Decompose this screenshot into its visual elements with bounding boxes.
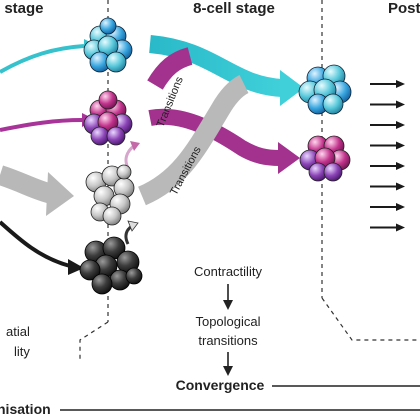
process-transitions: transitions [198, 333, 258, 348]
process-arrowhead-2 [223, 366, 233, 376]
header-right-stage: Posti [388, 0, 420, 17]
dashed-line-right-tail [321, 297, 420, 341]
arrow-magenta-to-8cell [148, 108, 281, 166]
dashed-line-left-tail [79, 321, 109, 362]
right-arrow-head [396, 80, 405, 88]
embryo-magenta-left [83, 90, 133, 146]
right-arrow-head [396, 100, 405, 109]
arrow-left-magenta [0, 118, 83, 132]
right-arrow-head [396, 162, 405, 170]
arrow-left-black [0, 220, 71, 268]
arrowhead-left-gray [46, 172, 74, 216]
arrow-left-teal [0, 44, 85, 74]
process-contractility: Contractility [194, 264, 262, 279]
arrowhead-magenta-to-8cell [278, 142, 300, 174]
arrow-magenta-transition [147, 47, 193, 90]
arrowhead-curved-upper [130, 141, 140, 151]
right-arrow-stack [370, 80, 405, 232]
arrow-teal-to-8cell [149, 35, 283, 97]
arrowhead-curved-lower [127, 220, 139, 232]
right-arrow-head [396, 141, 405, 150]
right-arrow-head [396, 223, 405, 232]
header-8-cell-stage: 8-cell stage [193, 0, 275, 17]
arrow-left-gray [0, 165, 55, 204]
right-arrow-head [396, 203, 405, 211]
process-topological: Topological [195, 314, 260, 329]
embryo-teal-8cell [298, 64, 352, 115]
process-arrowhead-1 [223, 300, 233, 310]
arrow-gray-transition [137, 75, 249, 206]
embryo-gray-left [85, 164, 135, 226]
embryo-magenta-8cell [299, 135, 351, 182]
arrowhead-left-black [68, 259, 84, 275]
header-left-stage: l stage [0, 0, 44, 17]
left-note-line1: atial [6, 324, 30, 339]
arrowhead-teal-to-8cell [280, 70, 304, 106]
embryo-teal-left [83, 17, 133, 73]
footer-label: nisation [0, 401, 51, 417]
embryo-black-left [79, 236, 143, 295]
process-convergence: Convergence [176, 377, 265, 393]
right-arrow-head [396, 121, 405, 129]
left-note-line2: lity [14, 344, 30, 359]
arrow-curved-upper [124, 144, 135, 169]
right-arrow-head [396, 182, 405, 191]
